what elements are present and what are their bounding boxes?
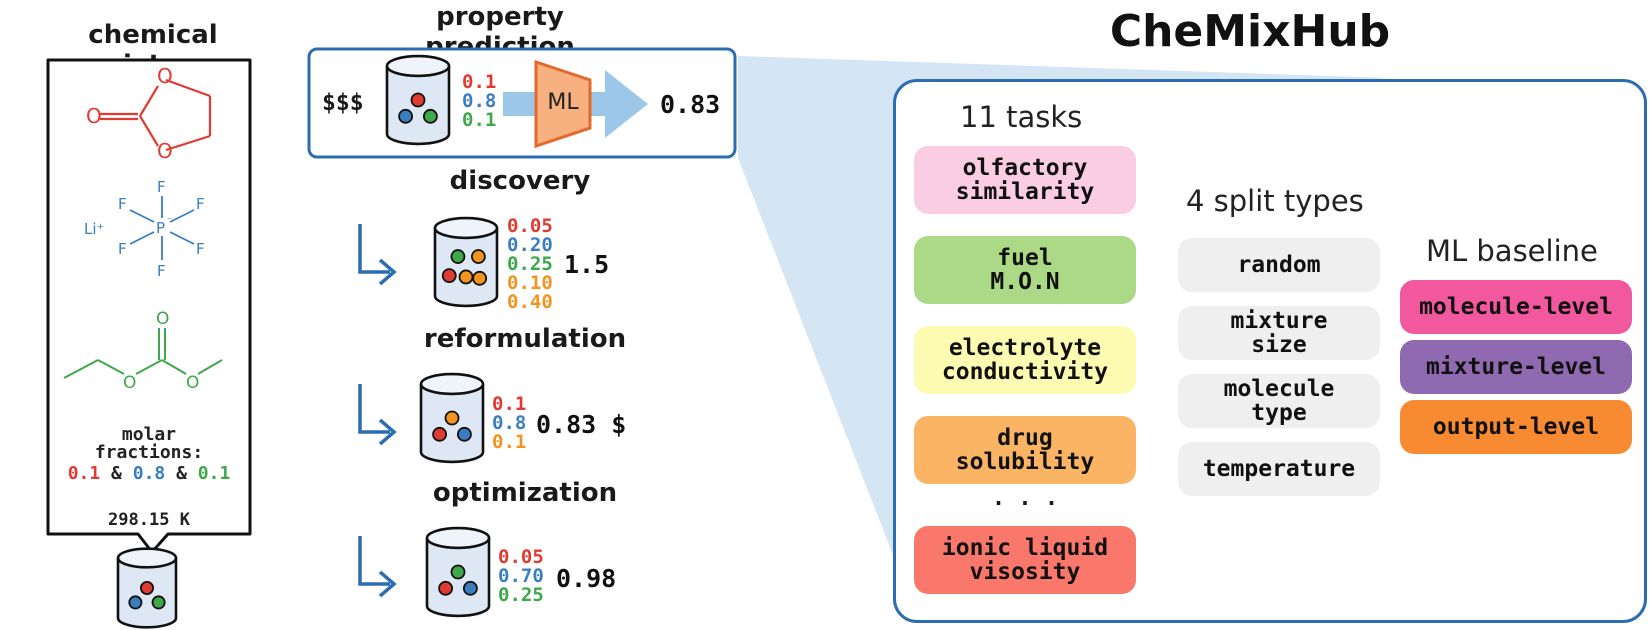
fraction-3: 0.1 <box>197 463 231 484</box>
reformulation-arrow-icon <box>358 384 397 446</box>
ethyl-methyl-carbonate-structure: O O O <box>63 309 223 393</box>
split-types-title: 4 split types <box>1186 184 1364 218</box>
fraction-2: 0.8 <box>132 463 166 484</box>
atom-label: F <box>157 178 166 196</box>
jar-ball <box>140 581 154 595</box>
jar-ball <box>458 269 474 285</box>
jar-ball <box>450 564 466 580</box>
jar-ball <box>410 92 426 108</box>
jar-ball <box>472 270 488 286</box>
prediction-jar-icon <box>385 54 451 146</box>
split-pill: molecule type <box>1178 374 1380 428</box>
atom-label: O <box>157 139 173 163</box>
tasks-title: 11 tasks <box>960 100 1083 134</box>
atom-label: F <box>157 262 166 280</box>
fraction: 0.1 <box>492 393 527 415</box>
discovery-title: discovery <box>449 166 591 196</box>
amp-1: & <box>111 463 122 484</box>
fraction: 0.25 <box>507 253 553 275</box>
optimization-jar-icon <box>425 526 491 618</box>
task-pill: ionic liquid visosity <box>914 526 1136 594</box>
atom-label: Li⁺ <box>84 220 104 238</box>
optimization-title: optimization <box>432 478 618 508</box>
reformulation-output: 0.83 $ <box>536 410 627 439</box>
fraction: 0.1 <box>462 71 497 93</box>
atom-label: F <box>196 195 205 213</box>
optimization-fractions: 0.05 0.70 0.25 <box>498 548 544 605</box>
discovery-output: 1.5 <box>564 250 610 279</box>
chemixhub-title: CheMixHub <box>1109 6 1391 57</box>
baseline-pill: output-level <box>1400 400 1632 454</box>
atom-label: O <box>86 104 102 128</box>
jar-ball <box>151 595 166 610</box>
fraction: 0.25 <box>498 584 544 606</box>
jar-ball <box>450 249 466 264</box>
split-pill: random <box>1178 238 1380 292</box>
jar-ball <box>422 108 438 124</box>
mixture-jar-icon <box>116 547 178 629</box>
ethylene-carbonate-structure: O O O <box>86 64 212 163</box>
reformulation-jar-icon <box>419 372 485 464</box>
baseline-pill: mixture-level <box>1400 340 1632 394</box>
molar-fractions-label: molar fractions: <box>94 424 204 463</box>
atom-label: F <box>196 240 205 258</box>
jar-ball <box>128 595 143 610</box>
optimization-output: 0.98 <box>556 564 617 593</box>
fraction: 0.05 <box>507 215 553 237</box>
reformulation-fractions: 0.1 0.8 0.1 <box>492 395 526 452</box>
reformulation-title: reformulation <box>423 324 627 354</box>
lipf6-structure: F F F F F F P Li⁺ ⁻ <box>84 178 205 280</box>
fraction: 0.1 <box>462 109 497 131</box>
atom-label: O <box>156 309 169 329</box>
atom-label: O <box>123 373 136 393</box>
jar-ball <box>456 426 472 442</box>
jar-ball <box>432 426 448 442</box>
jar-ball <box>462 580 478 596</box>
temperature-value: 298.15 K <box>108 510 190 530</box>
task-pill: fuel M.O.N <box>914 236 1136 304</box>
prediction-output: 0.83 <box>660 90 721 119</box>
prediction-fractions: 0.1 0.8 0.1 <box>462 73 496 130</box>
fraction: 0.8 <box>492 412 527 434</box>
baseline-pill: molecule-level <box>1400 280 1632 334</box>
fraction: 0.8 <box>462 90 497 112</box>
fraction-1: 0.1 <box>67 463 101 484</box>
jar-ball <box>438 580 454 596</box>
atom-label: ⁻ <box>167 216 172 227</box>
atom-label: P <box>156 219 165 237</box>
amp-2: & <box>176 463 187 484</box>
fraction: 0.20 <box>507 234 553 256</box>
discovery-arrow-icon <box>358 224 397 286</box>
ml-baseline-title: ML baseline <box>1426 234 1598 268</box>
task-pill: olfactory similarity <box>914 146 1136 214</box>
split-pill: mixture size <box>1178 306 1380 360</box>
ml-model-label: ML <box>547 90 579 115</box>
atom-label: O <box>157 64 173 88</box>
atom-label: F <box>118 240 127 258</box>
task-pill: drug solubility <box>914 416 1136 484</box>
discovery-jar-icon <box>433 216 499 308</box>
jar-ball <box>441 268 457 284</box>
fraction: 0.05 <box>498 546 544 568</box>
jar-ball <box>470 249 486 264</box>
mixture-callout <box>46 58 252 554</box>
fraction: 0.1 <box>492 431 527 453</box>
task-pill: electrolyte conductivity <box>914 326 1136 394</box>
jar-ball <box>444 410 460 426</box>
fraction: 0.40 <box>507 291 553 313</box>
split-pill: temperature <box>1178 442 1380 496</box>
fraction: 0.70 <box>498 565 544 587</box>
fraction: 0.10 <box>507 272 553 294</box>
tasks-ellipsis: . . . <box>991 486 1059 511</box>
optimization-arrow-icon <box>358 536 397 598</box>
jar-ball <box>398 108 414 124</box>
atom-label: F <box>118 195 127 213</box>
discovery-fractions: 0.05 0.20 0.25 0.10 0.40 <box>507 217 553 312</box>
cost-label: $$$ <box>322 90 364 116</box>
molar-fractions-values: 0.1 & 0.8 & 0.1 <box>48 463 250 484</box>
atom-label: O <box>186 373 199 393</box>
